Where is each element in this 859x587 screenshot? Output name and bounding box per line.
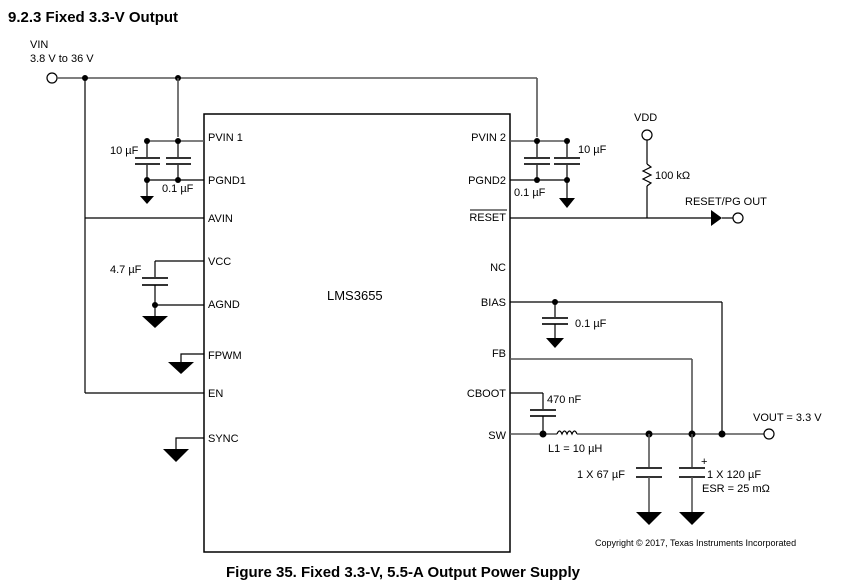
pin-cboot: CBOOT: [467, 388, 506, 400]
c-boot-label: 470 nF: [547, 394, 582, 406]
figure-caption: Figure 35. Fixed 3.3-V, 5.5-A Output Pow…: [226, 564, 581, 581]
r-pullup-label: 100 kΩ: [655, 170, 690, 182]
c-out1-label: 1 X 67 µF: [577, 469, 625, 481]
ground-icon: [679, 512, 705, 525]
pin-reset: RESET: [469, 212, 506, 224]
c-in2-bulk-label: 10 µF: [578, 144, 607, 156]
pin-pgnd2: PGND2: [468, 175, 506, 187]
junction-dot: [539, 430, 547, 438]
vin-label: VIN: [30, 39, 48, 51]
ic-name: LMS3655: [327, 288, 383, 303]
pin-nc: NC: [490, 262, 506, 274]
c-in2-hf-label: 0.1 µF: [514, 187, 546, 199]
section-title: 9.2.3 Fixed 3.3-V Output: [8, 9, 178, 26]
c-out2-esr-label: ESR = 25 mΩ: [702, 483, 770, 495]
resistor-icon: [641, 163, 653, 187]
ground-icon: [140, 196, 154, 204]
pin-pgnd1: PGND1: [208, 175, 246, 187]
pin-fb: FB: [492, 348, 506, 360]
vdd-terminal: [641, 129, 653, 141]
c-vcc-label: 4.7 µF: [110, 264, 142, 276]
ground-icon: [636, 512, 662, 525]
reset-out-label: RESET/PG OUT: [685, 196, 767, 208]
pin-pvin2: PVIN 2: [471, 132, 506, 144]
pin-bias: BIAS: [481, 297, 506, 309]
inductor-icon: [556, 430, 578, 436]
pin-sw: SW: [488, 430, 506, 442]
c-in1-bulk-label: 10 µF: [110, 145, 139, 157]
ground-icon: [168, 362, 194, 374]
copyright: Copyright © 2017, Texas Instruments Inco…: [595, 538, 796, 548]
c-out2-label: 1 X 120 µF: [707, 469, 761, 481]
vin-terminal: [46, 72, 58, 84]
junction-dot: [718, 430, 726, 438]
pin-sync: SYNC: [208, 433, 239, 445]
ground-icon: [546, 338, 564, 348]
pin-pvin1: PVIN 1: [208, 132, 243, 144]
ic-body: [203, 113, 511, 553]
ground-icon: [142, 316, 168, 328]
pin-en: EN: [208, 388, 223, 400]
wire-sync: [175, 437, 204, 449]
pin-fpwm: FPWM: [208, 350, 242, 362]
wire-fpwm: [180, 353, 204, 362]
inductor-label: L1 = 10 µH: [548, 443, 602, 455]
pin-agnd: AGND: [208, 299, 240, 311]
reset-out-terminal: [732, 212, 744, 224]
ground-icon: [163, 449, 189, 462]
vout-terminal: [763, 428, 775, 440]
vin-range: 3.8 V to 36 V: [30, 53, 94, 65]
ground-icon: [559, 198, 575, 208]
output-arrow-icon: [711, 210, 722, 226]
c-bias-label: 0.1 µF: [575, 318, 607, 330]
c-in1-hf-label: 0.1 µF: [162, 183, 194, 195]
pin-avin: AVIN: [208, 213, 233, 225]
c-out2-polarity: +: [701, 456, 707, 468]
vout-label: VOUT = 3.3 V: [753, 412, 822, 424]
vdd-label: VDD: [634, 112, 657, 124]
pin-vcc: VCC: [208, 256, 231, 268]
